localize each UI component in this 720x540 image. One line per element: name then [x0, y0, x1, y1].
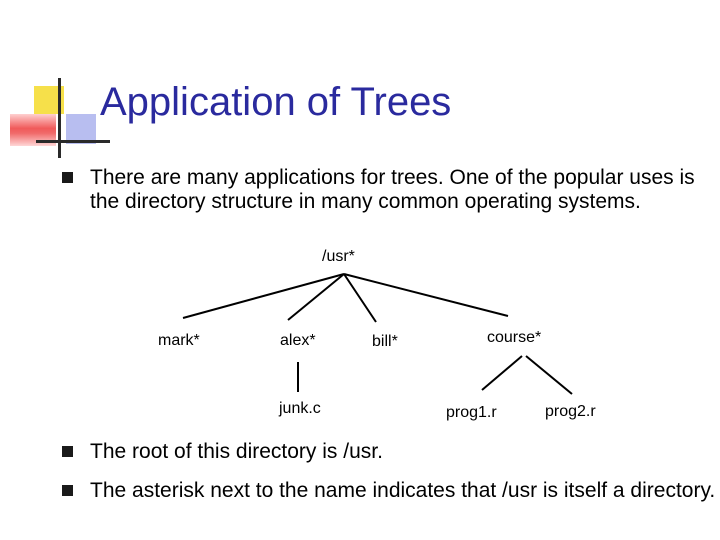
- tree-edge-usr-course: [343, 273, 509, 317]
- bullet-square-icon: [62, 485, 73, 496]
- bullet-square-icon: [62, 172, 73, 183]
- tree-node-alex: alex*: [280, 332, 316, 349]
- tree-node-junk: junk.c: [279, 400, 321, 417]
- tree-edge-usr-alex: [287, 273, 345, 321]
- tree-node-bill: bill*: [372, 333, 398, 350]
- decor-horizontal-line: [36, 140, 110, 143]
- tree-node-prog1: prog1.r: [446, 404, 497, 421]
- tree-edge-usr-bill: [343, 273, 377, 323]
- bullet-text: The root of this directory is /usr.: [90, 440, 383, 463]
- slide-title: Application of Trees: [100, 80, 452, 124]
- tree-node-mark: mark*: [158, 332, 200, 349]
- tree-node-usr: /usr*: [322, 248, 355, 265]
- tree-edge-course-prog1: [481, 355, 523, 391]
- tree-edge-course-prog2: [525, 355, 573, 395]
- decor-blue-square: [66, 114, 96, 144]
- bullet-text: There are many applications for trees. O…: [90, 166, 695, 213]
- decor-vertical-line: [58, 78, 61, 158]
- tree-node-prog2: prog2.r: [545, 403, 596, 420]
- bullet-text: The asterisk next to the name indicates …: [90, 479, 716, 502]
- tree-edge-usr-mark: [182, 273, 345, 319]
- tree-node-course: course*: [487, 329, 542, 346]
- bullet-square-icon: [62, 446, 73, 457]
